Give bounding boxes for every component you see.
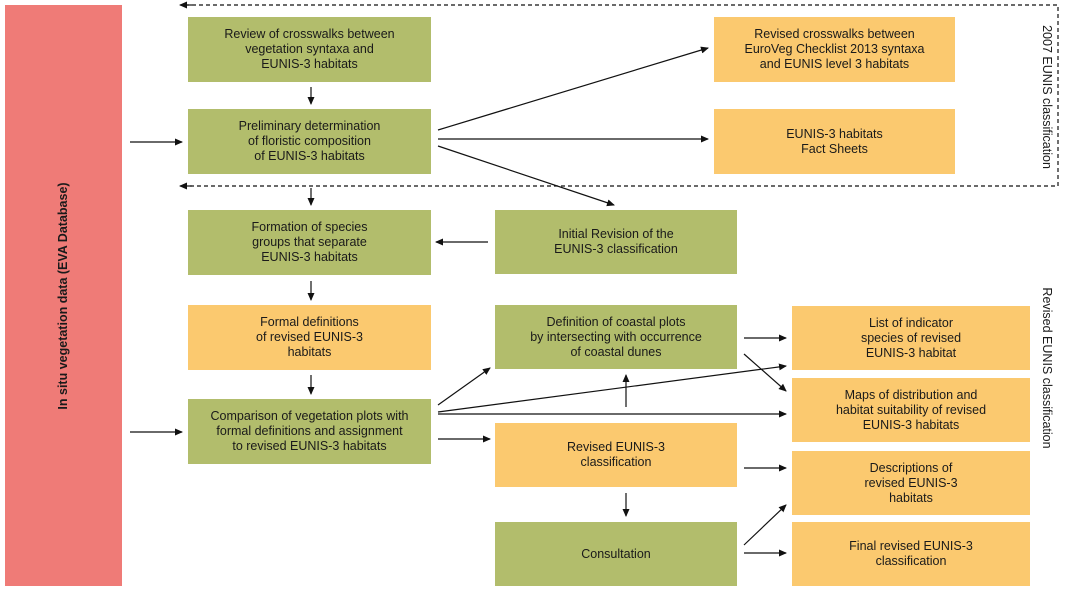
initial-revision-box: Initial Revision of the EUNIS-3 classifi… [495,210,737,274]
consultation-box: Consultation [495,522,737,586]
indicator-species-box: List of indicator species of revised EUN… [792,306,1030,370]
arrow-preliminary-crosswalks [437,46,709,131]
revised-classification-box: Revised EUNIS-3 classification [495,423,737,487]
formal-definitions-box: Formal definitions of revised EUNIS-3 ha… [188,305,431,370]
arrow-comparison-indicator [437,363,787,413]
descriptions-box: Descriptions of revised EUNIS-3 habitats [792,451,1030,515]
comparison-box: Comparison of vegetation plots with form… [188,399,431,464]
review-box: Review of crosswalks between vegetation … [188,17,431,82]
revised-crosswalks-box: Revised crosswalks between EuroVeg Check… [714,17,955,82]
maps-box: Maps of distribution and habitat suitabi… [792,378,1030,442]
arrow-comparison-coastal [437,367,491,406]
arrow-preliminary-initial [437,145,615,207]
data-source-bar [5,5,122,586]
arrow-consultation-descriptions [743,504,787,546]
coastal-plots-box: Definition of coastal plots by intersect… [495,305,737,369]
final-classification-box: Final revised EUNIS-3 classification [792,522,1030,586]
preliminary-box: Preliminary determination of floristic c… [188,109,431,174]
dashed-frame-2007 [185,4,1059,187]
formation-box: Formation of species groups that separat… [188,210,431,275]
arrow-coastal-maps [743,353,787,392]
fact-sheets-box: EUNIS-3 habitats Fact Sheets [714,109,955,174]
